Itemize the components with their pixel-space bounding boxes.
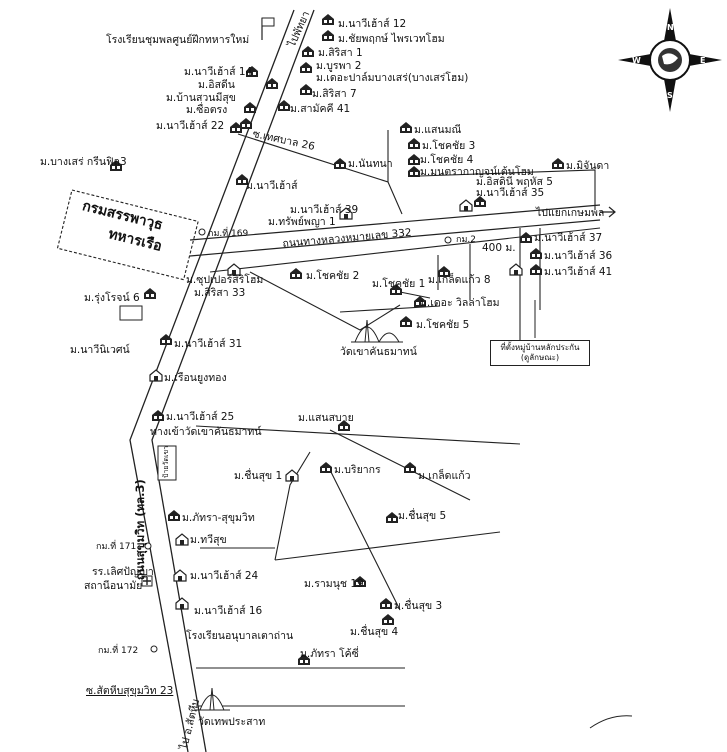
- label-phatthra-khosi: ม.ภัทรา โค้ซี่: [300, 648, 359, 660]
- label-thavisuk: ม.ทวีสุข: [190, 534, 227, 546]
- minor-roads: [195, 130, 601, 707]
- label-navy-16: ม.นาวีเฮ้าส์ 16: [194, 605, 263, 617]
- label-sukhumvit-23: ซ.สัตหีบสุขุมวิท 23: [86, 685, 174, 697]
- label-school-kindergarten: โรงเรียนอนุบาลเตาถ่าน: [186, 630, 294, 642]
- label-navy-house: ม.นาวีเฮ้าส์: [246, 180, 298, 192]
- label-km-169: กม.ที่ 169: [208, 229, 249, 239]
- label-isarapan-5: ม.อิสดินี พฤหัส 5: [476, 176, 553, 188]
- label-chokchai-3: ม.โชคชัย 3: [422, 140, 476, 152]
- label-kerd-kaew: ม.เกล็ดแก้ว: [418, 470, 471, 482]
- label-chokchai-2: ม.โชคชัย 2: [306, 270, 360, 282]
- label-rungrot-6: ม.รุ่งโรจน์ 6: [84, 292, 140, 304]
- label-samakkhi-41: ม.สามัคคี 41: [290, 103, 351, 115]
- label-chokchai-1: ม.โชคชัย 1: [372, 278, 426, 290]
- compass-w: W: [632, 56, 641, 65]
- label-navy-31: ม.นาวีเฮ้าส์ 31: [174, 338, 243, 350]
- label-nannana: ม.นันทนา: [348, 158, 393, 170]
- label-deauville: ม.เดอะปาล์มบางเสร่(บางเสร่โฮม): [316, 72, 469, 84]
- label-cheunsuk-3: ม.ชื่นสุข 3: [394, 600, 443, 612]
- flag-icon: [261, 17, 275, 40]
- label-sirisa-33: ม.สิริสา 33: [194, 287, 246, 299]
- label-cheunsuk-1: ม.ชื่นสุข 1: [234, 470, 283, 482]
- label-sukhumvit-road: ถนนสุขุมวิท (ทล.3): [133, 479, 147, 580]
- label-to-kasem: ไปแยกเกษมพล: [536, 207, 605, 219]
- label-sirisa-1: ม.สิริสา 1: [318, 47, 363, 59]
- target-box-line2: (ดูลักษณะ): [520, 353, 560, 362]
- label-navy-35: ม.นาวีเฮ้าส์ 35: [476, 187, 545, 199]
- label-wat-khao: วัดเขาคันธมาทน์: [340, 346, 417, 358]
- km-marker: [144, 228, 452, 653]
- label-cheunsuk-4: ม.ชื่นสุข 4: [350, 626, 399, 638]
- label-bangsare-green: ม.บางเสร่ กรีนฟิล3: [40, 156, 127, 168]
- label-sirisa-7: ม.สิริสา 7: [312, 88, 357, 100]
- compass-e: E: [700, 56, 705, 65]
- label-school-training: โรงเรียนชุมพลศูนย์ฝึกทหารใหม่: [106, 34, 250, 46]
- highway-332: [189, 204, 616, 257]
- label-navy-niwet: ม.นาวีนิเวศน์: [70, 344, 130, 356]
- label-navy-36: ม.นาวีเฮ้าส์ 36: [544, 250, 613, 262]
- decorative-arc: [589, 715, 633, 729]
- label-navy-25: ม.นาวีเฮ้าส์ 25: [166, 411, 235, 423]
- label-ramnut-19: ม.รามนุช 19: [304, 578, 364, 590]
- label-navy-22: ม.นาวีเฮ้าส์ 22: [156, 120, 225, 132]
- label-temple-sign: ป้ายวัดเขา: [162, 445, 170, 478]
- label-baan-suan: ม.บ้านสวนมีสุข: [166, 92, 236, 104]
- label-villa-home: ม.เดอะ วิลล่าโฮม: [420, 297, 500, 309]
- label-navy-12: ม.นาวีเฮ้าส์ 12: [338, 18, 407, 30]
- target-box-line1: ที่ตั้งหมู่บ้านหลักประกัน: [500, 343, 580, 352]
- label-kerd-kaew-8: ม.เกล็ดแก้ว 8: [428, 274, 491, 286]
- label-navy-24: ม.นาวีเฮ้าส์ 24: [190, 570, 259, 582]
- compass-rose-icon: N S E W: [618, 8, 722, 112]
- rungrot-building: [119, 305, 143, 321]
- hospital-icon: [141, 575, 153, 587]
- label-sap-phaya-1: ม.ทรัพย์พญา 1: [268, 216, 336, 228]
- label-sue-trong: ม.ซื่อตรง: [186, 104, 228, 116]
- label-km-172: กม.ที่ 172: [98, 646, 139, 656]
- compass-s: S: [667, 91, 673, 100]
- temple-icon: [351, 319, 403, 343]
- label-km-171: กม.ที่ 171: [96, 542, 137, 552]
- label-isaradee: ม.อิสดีน: [198, 79, 235, 91]
- label-wat-thep: วัดเทพประสาท: [198, 716, 266, 728]
- label-hospital-2: สถานีอนามัย: [84, 580, 143, 592]
- target-location-box: ที่ตั้งหมู่บ้านหลักประกัน (ดูลักษณะ): [490, 340, 590, 366]
- label-burapha-2: ม.บูรพา 2: [316, 60, 362, 72]
- compass-n: N: [667, 23, 674, 32]
- label-saenmanee: ม.แสนมณี: [414, 124, 462, 136]
- label-chokchai-5: ม.โชคชัย 5: [416, 319, 470, 331]
- temple-sign: [157, 445, 177, 481]
- label-borisakorn: ม.บริยากร: [334, 464, 381, 476]
- label-sirisa-home: ม.ซุปเปอร์สิริโฮม: [186, 274, 264, 286]
- label-navy-14: ม.นาวีเฮ้าส์ 14: [184, 66, 253, 78]
- label-400m: 400 ม.: [482, 242, 516, 254]
- label-monthrakarn: ม.มนตรากาญจน์เต้นโฮม: [420, 166, 534, 178]
- label-navy-41: ม.นาวีเฮ้าส์ 41: [544, 266, 613, 278]
- label-ruenbuyong: ม.เรือนยูงทอง: [164, 372, 227, 384]
- label-saensabai: ม.แสนสบาย: [298, 412, 354, 424]
- label-hospital-1: รร.เลิศปัญญา: [92, 566, 154, 578]
- label-mijanda: ม.มิจันดา: [566, 160, 610, 172]
- label-km-2: กม.2: [456, 235, 476, 245]
- sukhumvit-road: [129, 9, 315, 752]
- temple-icon: [196, 687, 230, 711]
- label-cheunsuk-5: ม.ชื่นสุข 5: [398, 510, 447, 522]
- label-to-wat: ทางเข้าวัดเขาคันธมาทน์: [150, 426, 262, 438]
- label-chokchai-4: ม.โชคชัย 4: [420, 154, 474, 166]
- label-navy-39: ม.นาวีเฮ้าส์ 39: [290, 204, 359, 216]
- label-chaiyapruek: ม.ชัยพฤกษ์ ไพรเวทโฮม: [338, 33, 445, 45]
- label-phatthra-sukhumvit: ม.ภัทรา-สุขุมวิท: [182, 512, 255, 524]
- label-navy-37: ม.นาวีเฮ้าส์ 37: [534, 232, 603, 244]
